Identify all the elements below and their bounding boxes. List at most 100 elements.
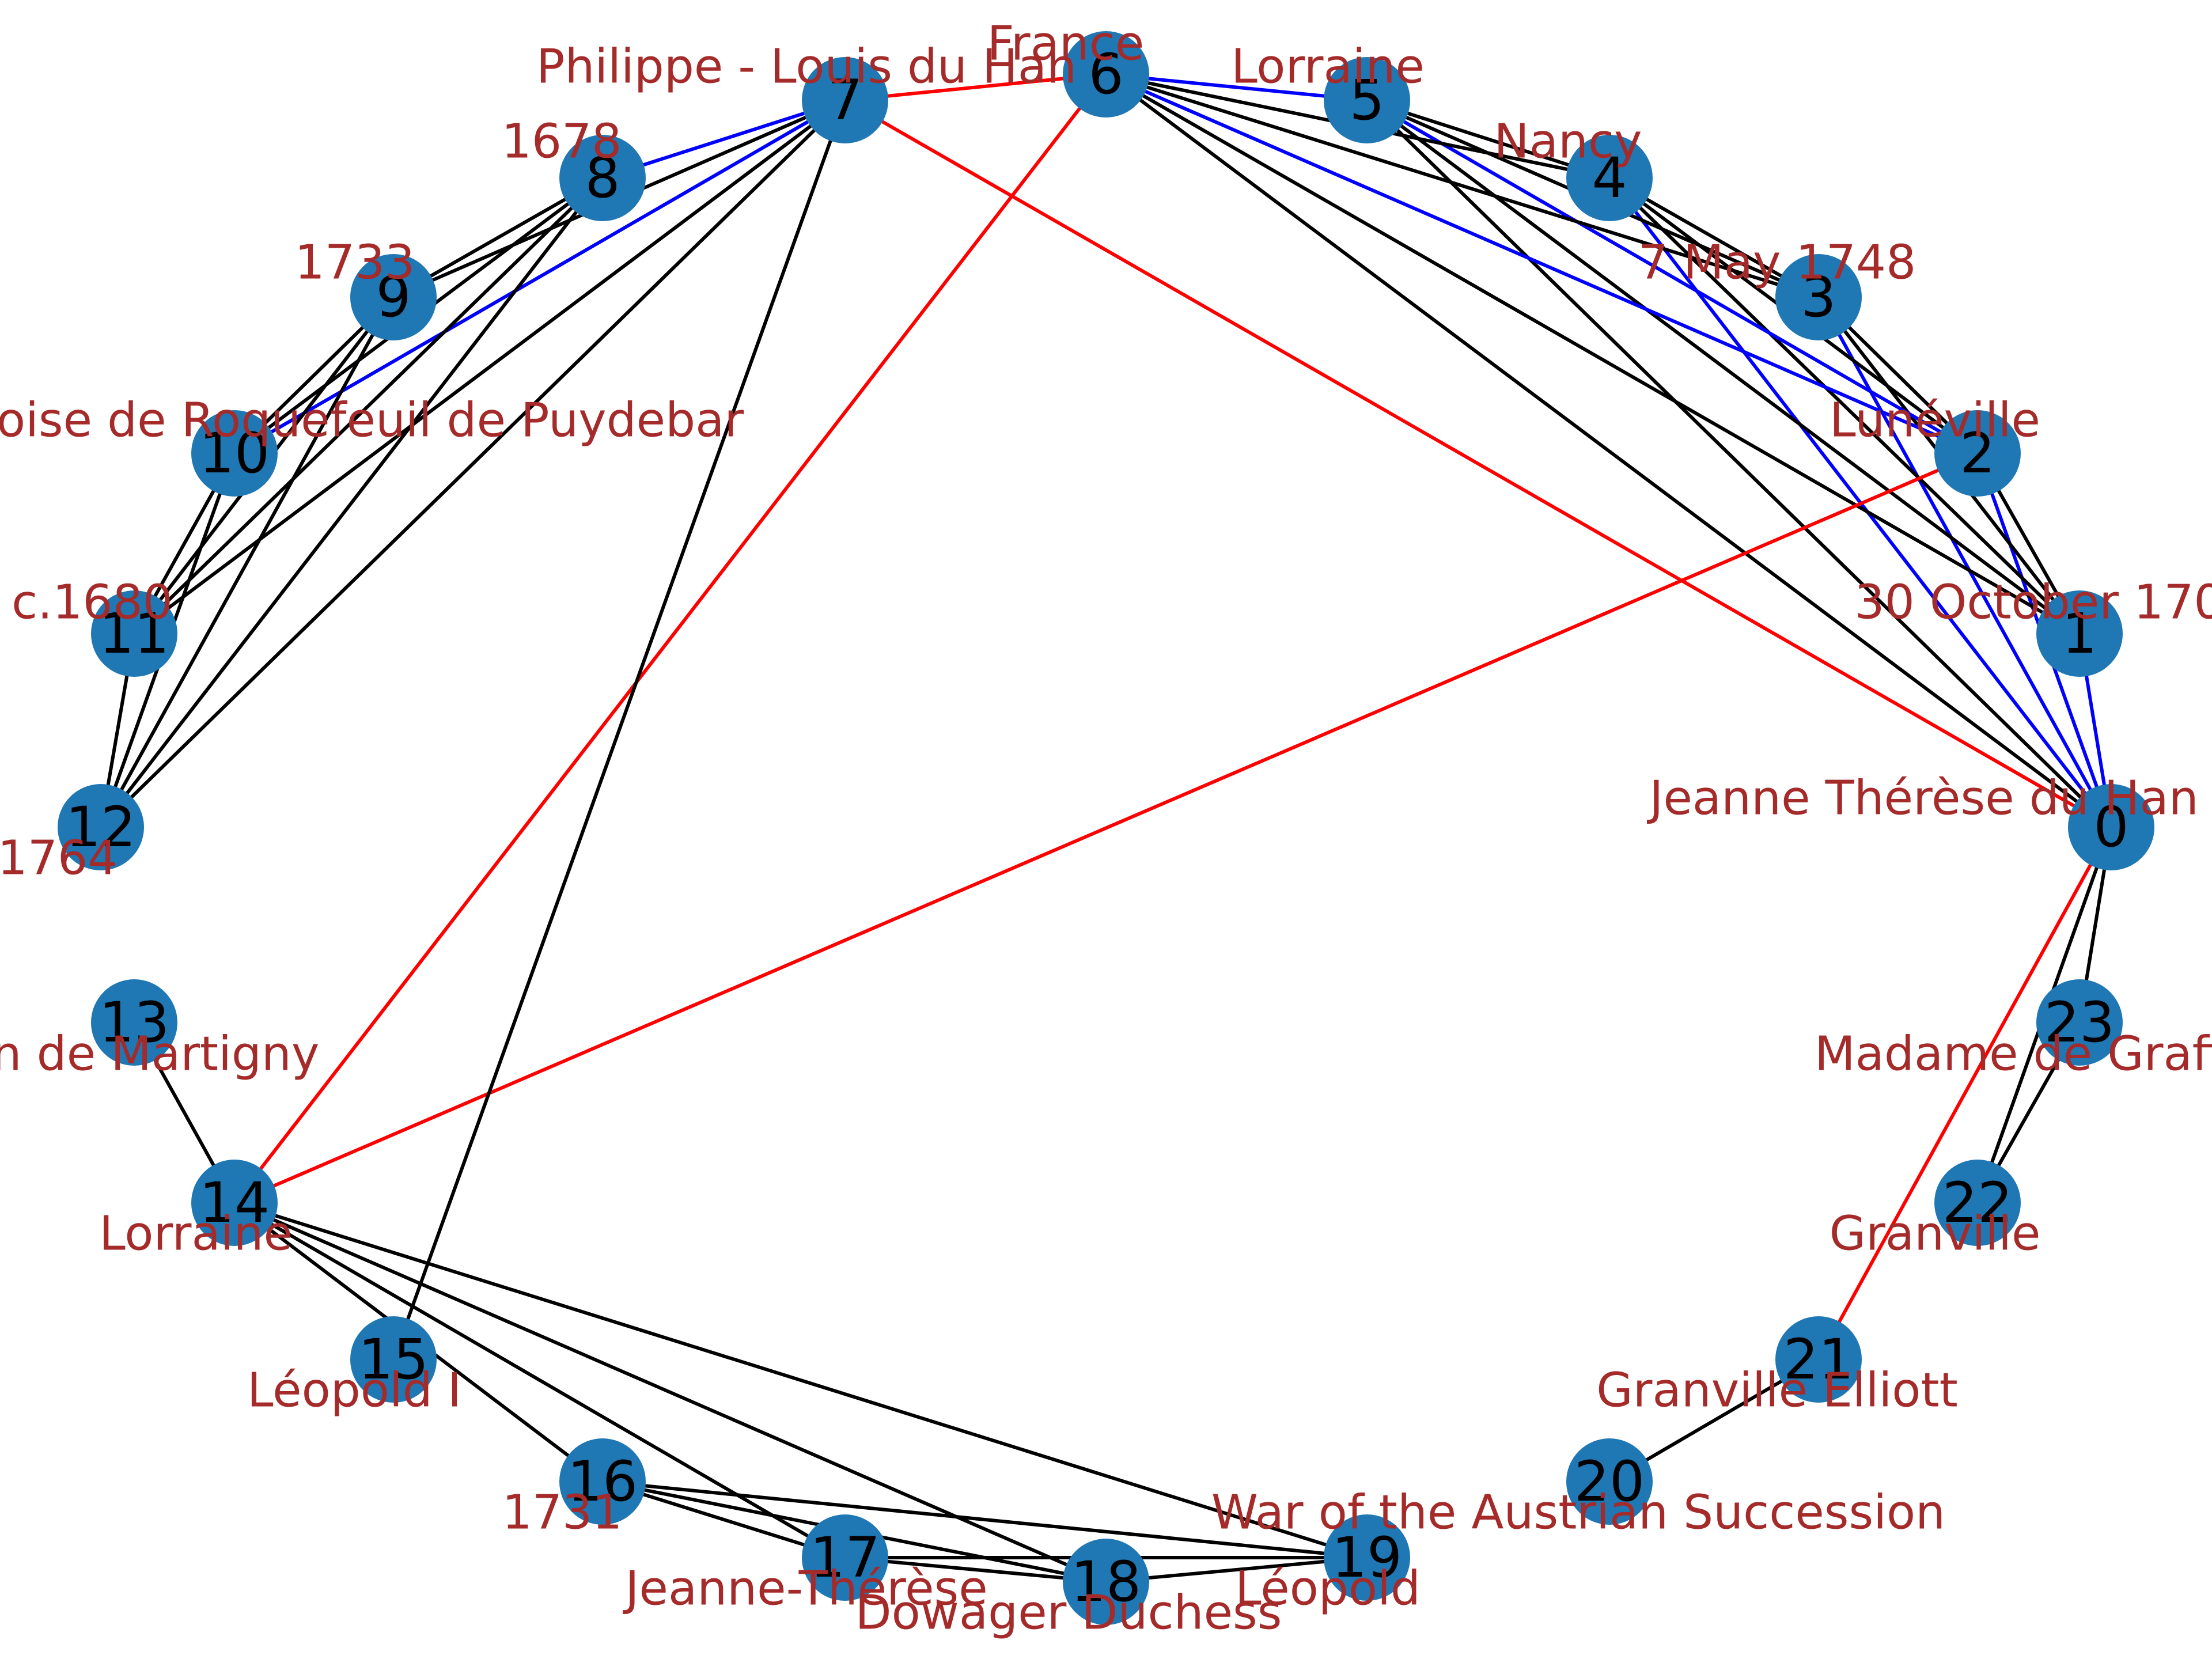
- node-id-text: 0: [2093, 795, 2128, 859]
- node-9[interactable]: 9: [350, 254, 437, 340]
- node-14[interactable]: 14: [191, 1160, 278, 1246]
- node-circle: [1934, 1160, 2021, 1246]
- edge-7-11: [133, 99, 846, 635]
- edge-1-6: [1105, 73, 2081, 635]
- edge-2-6: [1105, 73, 1979, 455]
- node-circle: [91, 979, 177, 1066]
- node-label-4: Nancy: [1494, 115, 1642, 169]
- node-id-text: 14: [199, 1171, 270, 1235]
- node-label-6: France: [987, 17, 1145, 71]
- node-label-16: 1731: [502, 1486, 623, 1540]
- node-id-text: 1: [2062, 601, 2097, 666]
- node-id-text: 5: [1349, 68, 1384, 132]
- edge-7-15: [392, 99, 847, 1361]
- edge-1-4: [1608, 176, 2081, 635]
- node-1[interactable]: 1: [2036, 590, 2123, 677]
- node-id-text: 12: [66, 795, 136, 859]
- node-8[interactable]: 8: [559, 135, 646, 221]
- edge-2-14: [233, 452, 1979, 1205]
- node-id-text: 10: [199, 421, 270, 486]
- node-id-text: 3: [1801, 265, 1836, 329]
- node-23[interactable]: 23: [2036, 979, 2123, 1066]
- node-label-13: n de Martigny: [0, 1027, 319, 1082]
- node-label-10: çoise de Roquefeuil de Puydebar: [0, 393, 744, 448]
- node-13[interactable]: 13: [91, 979, 177, 1066]
- node-0[interactable]: 0: [2068, 784, 2154, 870]
- node-circle: [559, 135, 646, 221]
- node-circle: [350, 1316, 437, 1403]
- edge-3-6: [1105, 73, 1819, 299]
- node-id-text: 19: [1332, 1525, 1402, 1590]
- edge-8-11: [132, 176, 604, 635]
- node-12[interactable]: 12: [58, 784, 144, 870]
- node-circle: [58, 784, 144, 870]
- node-circle: [1934, 410, 2021, 497]
- edge-7-10: [233, 99, 846, 455]
- node-circle: [559, 1438, 646, 1525]
- node-label-23: Madame de Graffic: [1815, 1027, 2212, 1082]
- node-11[interactable]: 11: [91, 590, 177, 677]
- node-label-12: 1764: [0, 831, 118, 886]
- edge-16-19: [602, 1480, 1368, 1559]
- node-21[interactable]: 21: [1775, 1316, 1862, 1403]
- node-circle: [802, 1514, 888, 1601]
- node-19[interactable]: 19: [1324, 1514, 1410, 1601]
- edge-9-12: [99, 296, 395, 828]
- node-id-text: 15: [358, 1327, 429, 1392]
- node-6[interactable]: 6: [1063, 31, 1149, 118]
- node-18[interactable]: 18: [1063, 1539, 1149, 1625]
- edge-14-19: [234, 1201, 1368, 1559]
- edge-6-14: [233, 73, 1108, 1204]
- node-circle: [1775, 1316, 1862, 1403]
- node-id-text: 22: [1942, 1171, 2013, 1235]
- node-label-11: c.1680: [12, 575, 173, 630]
- edge-8-12: [99, 177, 604, 828]
- node-20[interactable]: 20: [1566, 1438, 1653, 1525]
- node-label-7: Philippe - Louis du Han: [536, 40, 1077, 94]
- node-id-text: 23: [2044, 990, 2115, 1055]
- node-2[interactable]: 2: [1934, 410, 2021, 497]
- node-circle: [2068, 784, 2154, 870]
- edge-7-12: [99, 99, 847, 829]
- node-label-15: Léopold I: [247, 1363, 461, 1418]
- node-circle: [1063, 1539, 1149, 1625]
- node-circle: [91, 590, 177, 677]
- node-7[interactable]: 7: [802, 57, 888, 143]
- node-label-22: Granville: [1830, 1207, 2041, 1262]
- node-circle: [1324, 57, 1410, 143]
- node-id-text: 11: [99, 601, 169, 666]
- node-label-5: Lorraine: [1231, 40, 1425, 94]
- node-5[interactable]: 5: [1324, 57, 1410, 143]
- node-label-21: Granville Elliott: [1596, 1363, 1958, 1418]
- node-id-text: 4: [1592, 146, 1627, 210]
- node-id-text: 20: [1574, 1449, 1645, 1514]
- node-circle: [191, 410, 278, 497]
- edge-0-21: [1817, 826, 2113, 1361]
- edge-2-5: [1366, 99, 1979, 455]
- node-3[interactable]: 3: [1775, 254, 1862, 340]
- node-15[interactable]: 15: [350, 1316, 437, 1403]
- node-id-text: 2: [1960, 421, 1995, 486]
- edge-0-6: [1105, 73, 2112, 829]
- node-id-text: 13: [99, 990, 169, 1055]
- node-circle: [2036, 590, 2123, 677]
- node-label-17: Jeanne-Thérèse: [622, 1562, 987, 1616]
- node-id-text: 9: [376, 265, 411, 329]
- node-4[interactable]: 4: [1566, 135, 1653, 221]
- node-id-text: 18: [1071, 1550, 1141, 1614]
- node-17[interactable]: 17: [802, 1514, 888, 1601]
- node-22[interactable]: 22: [1934, 1160, 2021, 1246]
- node-16[interactable]: 16: [559, 1438, 646, 1525]
- edge-14-17: [233, 1201, 846, 1559]
- edge-18-19: [1105, 1556, 1368, 1584]
- node-id-text: 16: [567, 1449, 638, 1514]
- node-label-3: 7 May 1748: [1638, 236, 1916, 290]
- node-id-text: 8: [585, 146, 620, 210]
- edge-17-18: [844, 1556, 1107, 1584]
- edge-0-5: [1365, 99, 2113, 829]
- node-10[interactable]: 10: [191, 410, 278, 497]
- node-label-0: Jeanne Thérèse du Han: [1646, 771, 2198, 826]
